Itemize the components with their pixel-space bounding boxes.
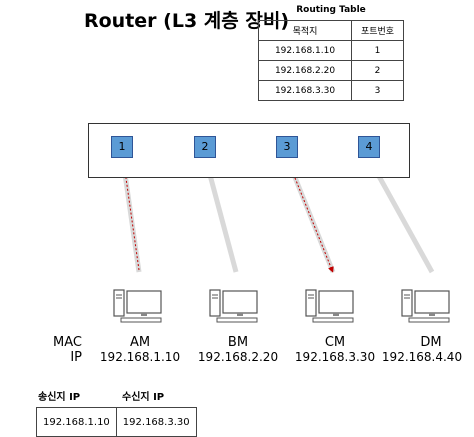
ip-row-label: IP [70,350,82,365]
packet-arrow-down [288,162,334,273]
host-name: BM [227,335,249,350]
routing-table-port: 3 [351,80,404,101]
routing-table-caption: Routing Table [296,5,366,15]
host-ip: 192.168.3.30 [294,350,376,364]
table-row: 192.168.1.10 192.168.3.30 [36,407,197,437]
computer-icon [305,289,354,323]
destination-ip-header: 수신지 IP [122,392,165,403]
table-row: 192.168.3.30 3 [257,80,404,101]
cable-b [203,159,239,273]
source-ip-header: 송신지 IP [38,392,81,403]
router-port-4: 4 [358,136,380,158]
host-ip: 192.168.1.10 [99,350,181,364]
router-port-1: 1 [111,136,133,158]
host-name: DM [420,335,442,350]
diagram-title: Router (L3 계층 장비) [84,10,290,32]
computer-icon [113,289,162,323]
computer-icon [401,289,450,323]
mac-row-label: MAC [53,335,82,350]
routing-table-header-destination: 목적지 [257,20,353,41]
packet-header-table: 192.168.1.10 192.168.3.30 [36,407,197,437]
table-row: 192.168.2.20 2 [257,60,404,81]
router-box [88,123,410,178]
host-name: CM [324,335,346,350]
routing-table: 목적지 포트번호 192.168.1.10 1 192.168.2.20 2 1… [257,20,404,101]
routing-table-destination: 192.168.3.30 [257,80,353,101]
host-name: AM [129,335,151,350]
source-ip-value: 192.168.1.10 [36,407,117,437]
router-port-2: 2 [194,136,216,158]
destination-ip-value: 192.168.3.30 [115,407,197,437]
packet-arrow-up [121,161,140,271]
host-ip: 192.168.4.40 [381,350,463,364]
computer-icon [209,289,258,323]
routing-table-header-row: 목적지 포트번호 [257,20,404,41]
cable-d [367,158,435,274]
host-ip: 192.168.2.20 [197,350,279,364]
router-port-3: 3 [276,136,298,158]
